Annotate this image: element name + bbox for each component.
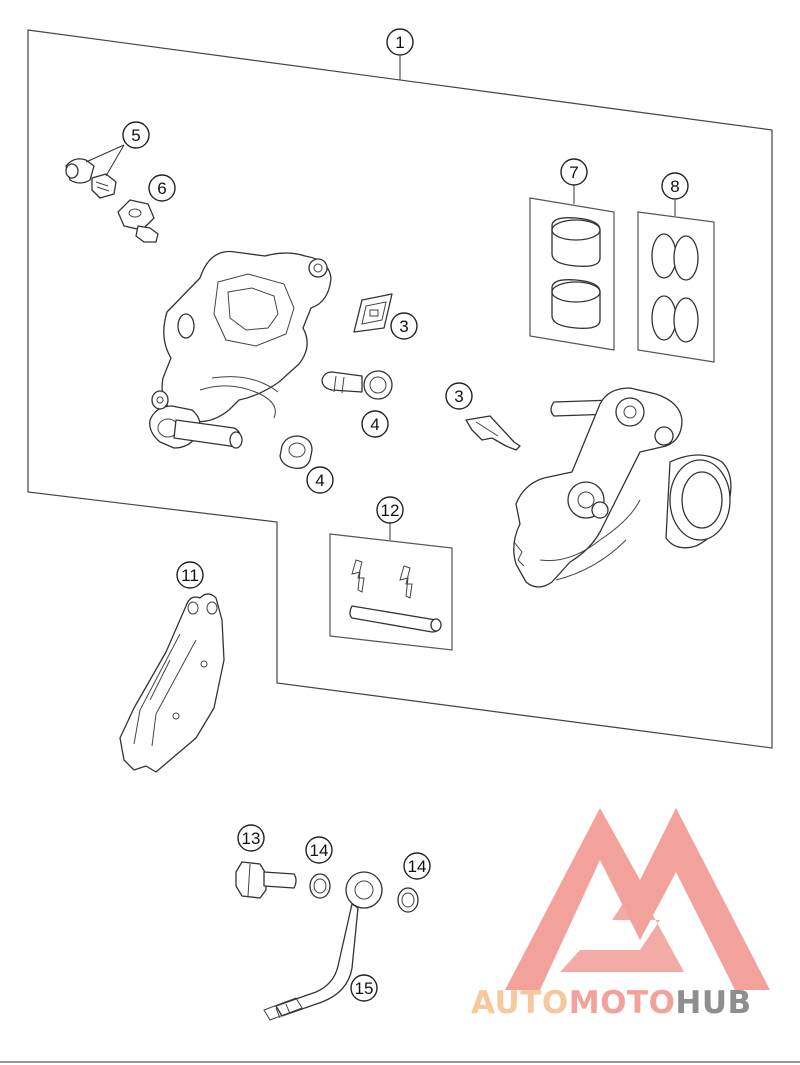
callout-14-right: 14: [403, 852, 431, 880]
watermark-text: AUTOMOTOHUB: [471, 985, 752, 1021]
pin-clip-kit-part: [329, 533, 453, 651]
svg-text:3: 3: [399, 317, 408, 336]
leader-line: [105, 144, 125, 177]
svg-text:14: 14: [408, 857, 427, 876]
svg-text:1: 1: [395, 33, 404, 52]
callout-12: 12: [376, 496, 404, 524]
bleed-valve-part: [65, 158, 117, 199]
svg-text:5: 5: [131, 126, 140, 145]
callout-5: 5: [122, 121, 150, 149]
washer-part: [309, 873, 331, 899]
seal-kit-part: [637, 211, 715, 363]
callout-3-upper: 3: [390, 312, 418, 340]
assembly-outline: [27, 29, 773, 749]
svg-text:6: 6: [157, 179, 166, 198]
svg-text:14: 14: [310, 841, 329, 860]
callout-4-upper: 4: [361, 410, 389, 438]
svg-text:4: 4: [315, 471, 324, 490]
callout-4-lower: 4: [306, 466, 334, 494]
caliper-bracket-part: [513, 387, 732, 588]
svg-text:15: 15: [355, 979, 374, 998]
guide-pin-part: [321, 370, 393, 400]
callout-15: 15: [350, 974, 378, 1002]
brake-pad-part: [119, 593, 225, 773]
caliper-body-part: [149, 250, 332, 449]
pad-clip-part: [465, 415, 521, 451]
svg-text:11: 11: [181, 566, 199, 585]
callout-6: 6: [148, 174, 176, 202]
callout-8: 8: [661, 172, 689, 200]
nut-part: [117, 199, 159, 243]
pad-spring-part: [353, 293, 393, 333]
svg-text:3: 3: [454, 387, 463, 406]
svg-text:7: 7: [569, 163, 578, 182]
leader-line: [85, 144, 125, 163]
callout-14-left: 14: [305, 836, 333, 864]
svg-text:4: 4: [370, 415, 379, 434]
piston-kit-part: [529, 197, 615, 351]
svg-text:13: 13: [242, 829, 261, 848]
callout-13: 13: [237, 824, 265, 852]
svg-text:8: 8: [670, 177, 679, 196]
watermark-logo: [505, 808, 770, 990]
watermark-moto: MOTO: [569, 985, 676, 1021]
watermark-auto: AUTO: [471, 985, 569, 1021]
bushing-part: [279, 435, 313, 469]
svg-text:12: 12: [381, 501, 400, 520]
svg-text:AUTOMOTOHUB: AUTOMOTOHUB: [471, 985, 752, 1021]
callout-11: 11: [176, 561, 204, 589]
watermark-hub: HUB: [675, 985, 751, 1021]
brake-line-part: [263, 871, 383, 1021]
callout-7: 7: [560, 158, 588, 186]
washer-part: [397, 887, 419, 913]
callout-1: 1: [386, 28, 414, 56]
callout-3-lower: 3: [445, 382, 473, 410]
banjo-bolt-part: [235, 861, 297, 899]
